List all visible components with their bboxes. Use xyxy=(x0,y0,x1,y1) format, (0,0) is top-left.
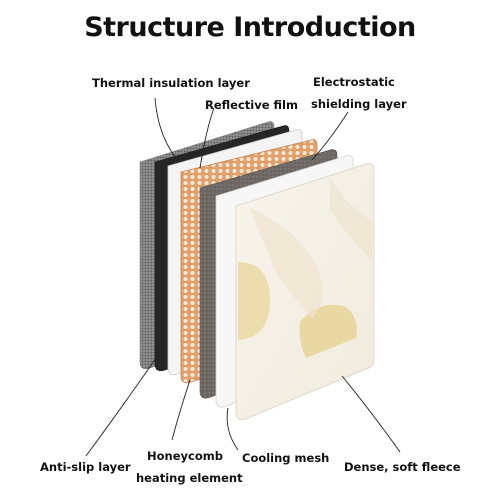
leader-fleece xyxy=(341,375,401,453)
fleece-pattern-shape xyxy=(250,208,323,318)
leader-anti-slip xyxy=(85,357,157,457)
label-honeycomb-line1: Honeycomb xyxy=(147,449,223,463)
label-thermal-insulation-layer: Thermal insulation layer xyxy=(92,76,250,90)
label-anti-slip-layer: Anti-slip layer xyxy=(40,460,131,474)
diagram-title: Structure Introduction xyxy=(84,12,416,43)
label-electrostatic-line1: Electrostatic xyxy=(313,75,395,89)
label-electrostatic-line2: shielding layer xyxy=(311,97,407,111)
label-honeycomb-line2: heating element xyxy=(136,471,243,485)
fleece-pattern-shape xyxy=(330,178,372,260)
fleece-pattern-shape xyxy=(299,304,357,358)
leader-thermal-insulation xyxy=(154,97,177,159)
leader-reflective-film xyxy=(199,107,215,169)
label-dense-soft-fleece: Dense, soft fleece xyxy=(344,460,461,474)
label-reflective-film: Reflective film xyxy=(205,98,298,112)
leader-lines xyxy=(85,97,401,457)
label-cooling-mesh: Cooling mesh xyxy=(242,451,330,465)
leader-honeycomb xyxy=(171,379,191,441)
leader-electrostatic xyxy=(311,111,349,161)
fleece-pattern-shape xyxy=(238,262,270,340)
leader-cooling-mesh xyxy=(226,407,239,451)
